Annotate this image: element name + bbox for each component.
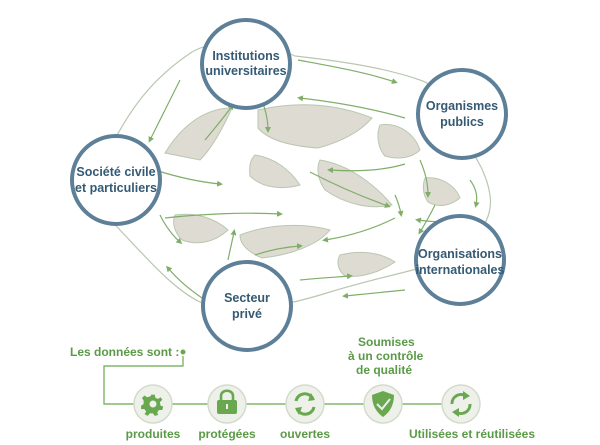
flow-arrows [148,59,480,301]
flow-arrow [419,159,431,198]
flow-arrow [418,204,436,235]
quality-label-line: Soumises [358,335,415,349]
lifecycle-connector [103,356,184,405]
flow-arrow [322,217,396,243]
flow-arrow [299,273,353,281]
flow-arrow [166,265,206,301]
flow-arrow [297,95,406,119]
quality-label-line: de qualité [356,363,412,377]
shield-check-icon [372,391,394,417]
flow-arrow [394,194,404,217]
node-ring [416,68,508,160]
step-ouvertes: ouvertes [280,384,330,441]
padlock-icon [217,389,237,414]
node-ring [414,214,506,306]
node-label-line: Organismes [426,99,498,113]
node-secteur: Secteur privé [201,260,293,352]
node-label-line: Organisations [418,247,502,261]
step-produites: produites [126,384,181,441]
node-label-line: internationales [416,263,505,277]
step-label: produites [126,427,181,441]
data-lifecycle: Les données sont : Soumises à un contrôl… [70,335,535,441]
step-circle [285,384,325,424]
network-blob [100,41,491,310]
flow-arrow [297,59,398,84]
flow-arrow [469,179,480,208]
refresh-arrows-icon [294,392,316,416]
step-label: protégées [198,427,256,441]
node-institutions: Institutions universitaires [200,18,292,110]
step-controle-qualite [363,384,403,424]
node-label-line: Secteur [224,291,270,305]
flow-arrow [164,210,283,219]
flow-arrow [342,289,406,299]
step-protegees: protégées [198,384,256,441]
node-label-line: et particuliers [75,181,157,195]
flow-arrow [309,171,391,208]
node-organismes: Organismes publics [416,68,508,160]
step-utilisees-reutilisees: Utilisées et réutilisées [409,384,535,441]
node-organisations: Organisations internationales [414,214,506,306]
recycle-arrows-icon [450,391,472,417]
flow-arrow [227,229,237,261]
node-label-line: Société civile [76,165,155,179]
node-ring [201,260,293,352]
node-label-line: universitaires [205,64,286,78]
node-label-line: privé [232,307,262,321]
step-circle [441,384,481,424]
node-ring [70,134,162,226]
node-ring [200,18,292,110]
node-societe: Société civile et particuliers [70,134,162,226]
connector-dot [180,349,186,355]
flow-arrow [159,214,183,244]
step-label: ouvertes [280,427,330,441]
gear-icon [141,394,164,416]
flow-arrow [148,79,181,143]
flow-arrow [327,163,406,174]
lifecycle-intro: Les données sont : [70,345,179,359]
node-label-line: publics [440,115,484,129]
flow-arrow [154,169,223,187]
flow-arrow [254,243,303,256]
flow-arrow [204,103,234,141]
step-label: Utilisées et réutilisées [409,427,535,441]
quality-label-line: à un contrôle [348,349,424,363]
node-label-line: Institutions [212,49,279,63]
